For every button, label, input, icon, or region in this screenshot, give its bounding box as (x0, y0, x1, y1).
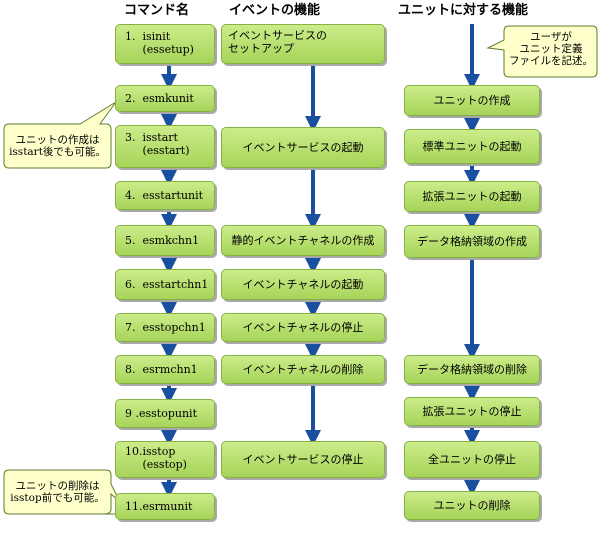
callout-create-note-text: ユニットの作成は isstart後でも可能。 (9, 134, 106, 158)
event-box-delete-channel: イベントチャネルの削除 (221, 355, 385, 384)
event-box-create-channel: 静的イベントチャネルの作成 (221, 225, 385, 256)
callout-create-note-shape (3, 101, 117, 169)
event-box-setup: イベントサービスの セットアップ (221, 24, 385, 64)
unit-box-create: ユニットの作成 (404, 85, 540, 116)
event-box-stop: イベントサービスの停止 (221, 441, 385, 478)
event-box-stop-channel: イベントチャネルの停止 (221, 313, 385, 342)
command-box-6: 6. esstartchn1 (115, 269, 215, 300)
command-box-8: 8. esrmchn1 (115, 355, 215, 384)
command-box-11: 11.esrmunit (115, 493, 215, 520)
header-events: イベントの機能 (229, 3, 321, 18)
command-box-7: 7. esstopchn1 (115, 313, 215, 342)
command-box-5: 5. esmkchn1 (115, 225, 215, 256)
callout-delete-note-shape (3, 469, 121, 515)
event-box-start-channel: イベントチャネルの起動 (221, 269, 385, 300)
header-commands: コマンド名 (124, 3, 190, 18)
callout-unit-definition-text: ユーザが ユニット定義 ファイルを記述。 (509, 31, 593, 67)
command-box-2: 2. esmkunit (115, 85, 215, 112)
header-units: ユニットに対する機能 (398, 3, 529, 18)
callout-delete-note-text: ユニットの削除は isstop前でも可能。 (10, 480, 105, 504)
command-box-1: 1. isinit (essetup) (115, 24, 215, 64)
event-box-start: イベントサービスの起動 (221, 127, 385, 168)
command-box-3: 3. isstart (esstart) (115, 125, 215, 168)
command-box-4: 4. esstartunit (115, 181, 215, 210)
unit-box-stop-all: 全ユニットの停止 (404, 441, 540, 478)
command-box-9: 9 .esstopunit (115, 399, 215, 428)
unit-box-create-storage: データ格納領域の作成 (404, 225, 540, 258)
unit-box-start-standard: 標準ユニットの起動 (404, 129, 540, 164)
unit-box-stop-extended: 拡張ユニットの停止 (404, 397, 540, 426)
unit-box-delete: ユニットの削除 (404, 491, 540, 520)
command-box-10: 10.isstop (esstop) (115, 441, 215, 478)
callout-unit-definition-shape (486, 25, 598, 78)
unit-box-delete-storage: データ格納領域の削除 (404, 355, 540, 384)
unit-box-start-extended: 拡張ユニットの起動 (404, 181, 540, 212)
